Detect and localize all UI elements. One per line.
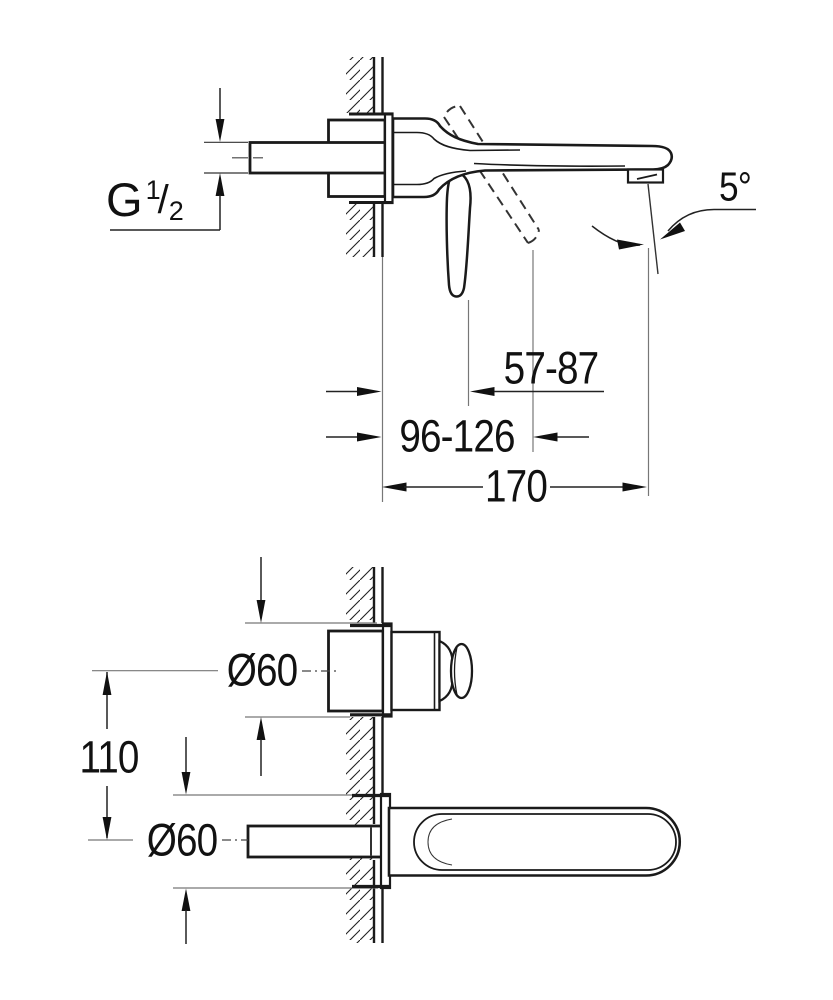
faucet-body-spout	[391, 117, 674, 199]
handle-knob-cap	[449, 642, 474, 700]
handle-escutcheon-diameter-label: Ø60	[226, 644, 298, 696]
spray-angle-label: 5°	[719, 163, 752, 210]
thread-denominator: 2	[168, 196, 184, 226]
spray-angle-annotation	[591, 183, 756, 275]
extension-lines-top	[381, 248, 650, 502]
spout-top-outline	[387, 806, 682, 877]
wall-to-lever-open-dimension: 96-126	[399, 410, 515, 462]
spout-escutcheon-diameter-label: Ø60	[146, 814, 218, 866]
handle-knob-body	[390, 630, 441, 712]
lever-handle-closed	[445, 170, 472, 298]
wall-section-bottom	[346, 567, 384, 943]
extension-lines-bottom	[88, 622, 378, 889]
aerator-outlet	[626, 168, 665, 184]
wall-section-top	[346, 57, 384, 257]
concealed-body-top	[232, 112, 394, 205]
thread-dimension	[110, 88, 248, 231]
thread-numerator: 1	[145, 175, 161, 205]
spout-reach-dimension: 170	[484, 460, 548, 512]
dimension-lines-top	[326, 387, 647, 492]
wall-to-lever-dimension: 57-87	[503, 342, 600, 394]
center-distance-dimension: 110	[79, 731, 139, 783]
handle-assembly-bottom	[302, 622, 474, 718]
spout-assembly-bottom	[222, 792, 682, 890]
thread-slash: /	[157, 178, 169, 222]
dimension-lines-bottom	[102, 557, 266, 944]
thread-prefix: G	[106, 173, 143, 226]
